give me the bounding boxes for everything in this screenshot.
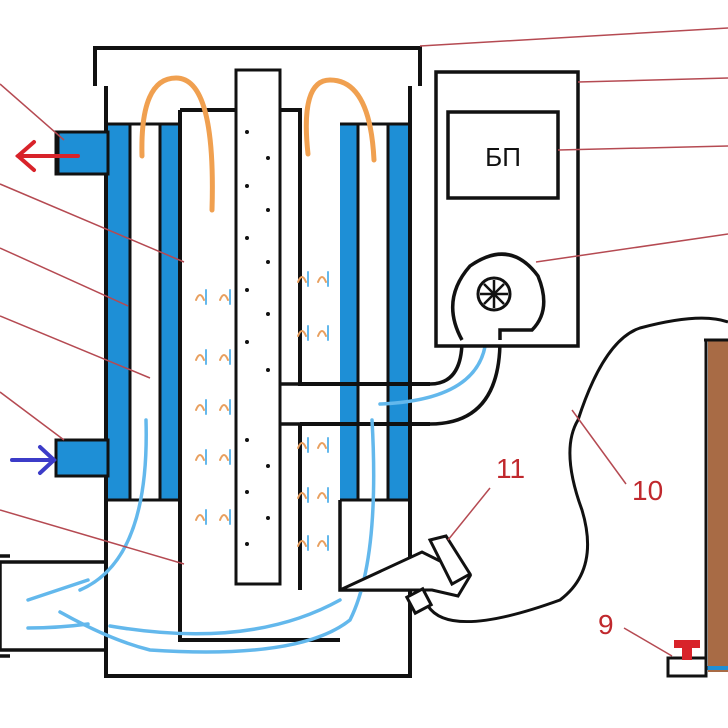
hot-outlet: [54, 130, 110, 176]
label-9: 9: [598, 609, 614, 640]
fuel-tank: [704, 338, 728, 672]
leader-lines: [0, 27, 728, 657]
sensor-cable: [426, 316, 728, 624]
valve: [666, 640, 708, 678]
water-jacket-outer-left: [108, 124, 130, 500]
cold-water-arrow: [10, 445, 57, 475]
water-jacket: [108, 124, 408, 500]
central-air-pipe: [234, 68, 282, 586]
label-11: 11: [496, 453, 525, 484]
label-10: 10: [632, 475, 663, 506]
hot-water-arrow: [14, 140, 80, 172]
ash-door: [0, 554, 106, 658]
fan: [450, 252, 546, 341]
flame-arcs: [139, 75, 377, 213]
temperature-sensor: [339, 534, 473, 616]
water-jacket-inner-left: [160, 124, 180, 500]
air-jets: [195, 271, 329, 551]
power-supply-label: БП: [485, 142, 521, 172]
fan-blades-icon: [480, 280, 508, 308]
water-jacket-outer-right: [388, 124, 408, 500]
water-jacket-inner-right: [340, 124, 358, 500]
cold-inlet: [54, 438, 110, 478]
air-duct: [280, 339, 502, 426]
pipe-perforations: [245, 130, 270, 546]
air-flow: [26, 338, 488, 654]
power-supply-box: БП: [446, 110, 560, 200]
